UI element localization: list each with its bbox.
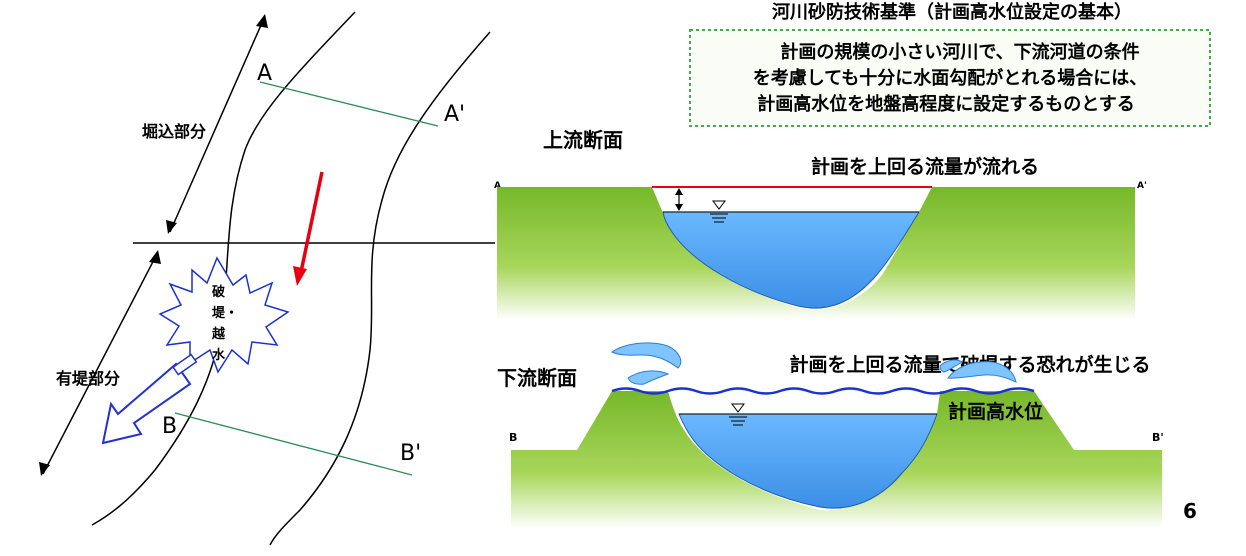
- flow-direction-arrow: [299, 171, 324, 273]
- downstream-water-level-icon: [729, 403, 747, 426]
- excavated-section-label: 堀込部分: [142, 122, 206, 141]
- downstream-end-right: B': [1152, 431, 1164, 444]
- outflow-arrow-icon: [101, 362, 192, 445]
- upstream-water: [662, 211, 920, 309]
- excavated-range-arrow: [169, 15, 266, 233]
- upstream-overflow-band: [652, 187, 932, 212]
- page-number: 6: [1183, 499, 1197, 523]
- levee-arrowhead-top-icon: [149, 250, 161, 264]
- standard-title: 河川砂防技術基準（計画高水位設定の基本）: [772, 1, 1132, 23]
- label-a: A: [257, 61, 272, 86]
- section-line-a: [259, 81, 439, 127]
- standard-line-2: を考慮しても十分に水面勾配がとれる場合には、: [753, 67, 1148, 89]
- upstream-caption: 計画を上回る流量が流れる: [811, 155, 1039, 178]
- breach-char-2: 堤・: [212, 305, 238, 321]
- splash-left-icon: [611, 342, 682, 385]
- downstream-ground: [511, 391, 1162, 528]
- downstream-overflow-band: [668, 392, 940, 414]
- downstream-end-left: B: [509, 431, 517, 444]
- hwl-label: 計画高水位: [948, 400, 1043, 423]
- outflow-arrow-band: [172, 353, 198, 376]
- downstream-wavy-surface: [611, 387, 1035, 395]
- label-b: B: [162, 414, 177, 439]
- excavated-arrowhead-top-icon: [256, 14, 268, 28]
- river-right-bank: [269, 31, 491, 546]
- levee-section-label: 有堤部分: [56, 369, 120, 388]
- breach-char-3: 越: [211, 326, 226, 342]
- upstream-title: 上流断面: [543, 128, 623, 152]
- standard-line-3: 計画高水位を地盤高程度に設定するものとする: [757, 93, 1134, 115]
- upstream-ground: [497, 187, 1135, 320]
- standard-line-1: 計画の規模の小さい河川で、下流河道の条件: [780, 41, 1139, 63]
- standard-box: [689, 29, 1211, 127]
- upstream-water-level-icon: [710, 200, 728, 223]
- upstream-end-left: A: [494, 181, 501, 191]
- downstream-water: [678, 413, 938, 509]
- breach-burst-icon: [158, 256, 290, 374]
- breach-char-1: 破: [212, 284, 225, 300]
- section-line-b: [174, 412, 413, 476]
- label-a-prime: A': [444, 102, 465, 127]
- levee-range-arrow: [42, 251, 159, 475]
- breach-char-4: 水: [212, 347, 226, 363]
- upstream-end-right: A': [1137, 181, 1147, 191]
- excavated-arrowhead-bottom-icon: [166, 220, 177, 234]
- downstream-title: 下流断面: [497, 366, 577, 390]
- flow-arrowhead-icon: [293, 266, 307, 286]
- label-b-prime: B': [400, 441, 421, 466]
- splash-right-icon: [939, 359, 1017, 383]
- levee-arrowhead-bottom-icon: [39, 462, 50, 476]
